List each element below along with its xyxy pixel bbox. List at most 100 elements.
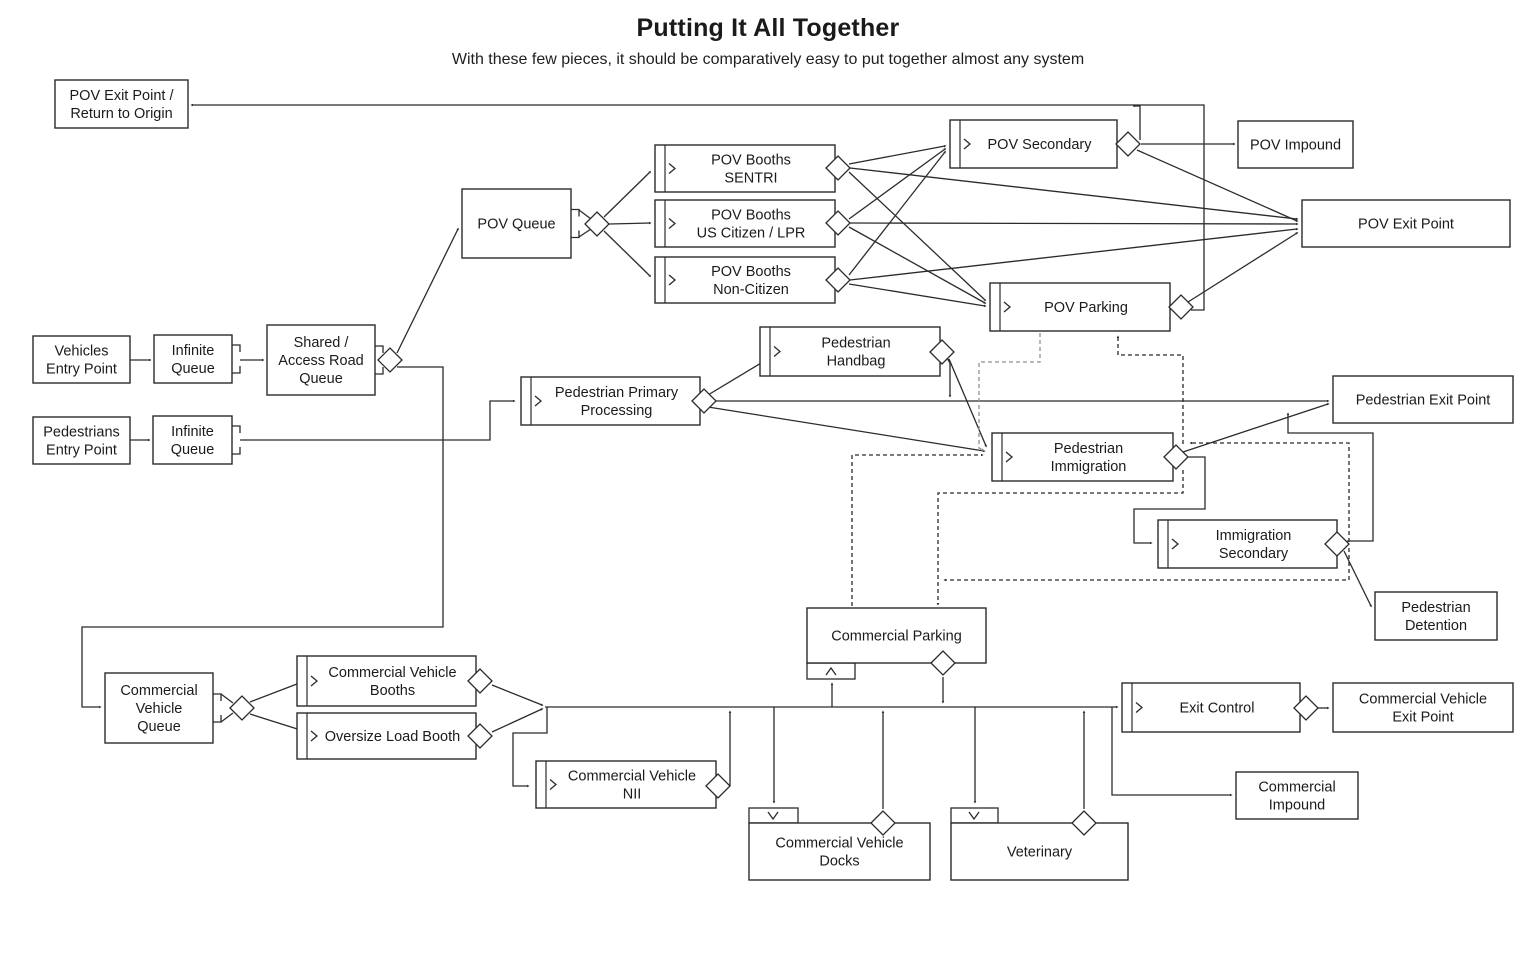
pov-queue-label: POV Queue [477, 217, 555, 233]
e-cvqueue-split-a [220, 693, 234, 704]
e-sentri-secondary [848, 146, 945, 165]
e-split-noncitizen [603, 230, 650, 276]
node-oversize-load-booth: Oversize Load Booth [296, 712, 493, 760]
commercial-queue-split [229, 695, 255, 721]
slide-subtitle: With these few pieces, it should be comp… [451, 51, 1085, 68]
d-immsecondary-immigration [1191, 443, 1350, 542]
e-split-sentri [603, 172, 650, 218]
e-mainline-commimpound [1111, 707, 1231, 795]
port-arrow-icon [1171, 538, 1180, 550]
dock-port-notch [806, 662, 856, 680]
infinite-queue-pedestrians-box [152, 415, 233, 465]
pov-queue-box [461, 188, 572, 259]
d-commparking-immigration [851, 455, 982, 606]
e-noncitizen-secondary [848, 152, 945, 276]
port-arrow-icon [1003, 301, 1012, 313]
pedestrian-primary-processing-out-diamond [691, 388, 717, 414]
commercial-vehicle-queue-box [104, 672, 214, 744]
output-port-icon [375, 345, 384, 353]
port-arrow-icon [767, 811, 779, 821]
e-pedprimary-immigration [707, 406, 984, 451]
pov-booths-us-citizen-box [654, 199, 836, 248]
node-pov-exit-point: POV Exit Point [1301, 199, 1511, 248]
port-arrow-icon [310, 730, 319, 742]
pov-queue-split [584, 211, 610, 237]
port-arrow-icon [963, 138, 972, 150]
pov-booths-sentri-out-diamond [825, 155, 851, 181]
e-infqueue-pedprimary [240, 401, 514, 441]
e-noncitizen-povexit [849, 229, 1297, 281]
pov-impound-box [1237, 120, 1354, 169]
e-cvbooths-junction [491, 684, 542, 705]
e-oversize-junction [491, 709, 542, 733]
e-split-uscitizen [608, 223, 650, 224]
pedestrian-exit-point-label: Pedestrian Exit Point [1356, 393, 1491, 409]
port-arrow-icon [668, 163, 677, 174]
d-immsecondary-commparking [945, 548, 1350, 580]
commercial-vehicle-booths-box [296, 655, 477, 707]
output-port-icon [232, 344, 241, 352]
dock-port-notch [950, 807, 999, 824]
shared-access-road-queue-box [266, 324, 376, 396]
pov-parking-out-diamond [1168, 294, 1194, 320]
immigration-secondary-out-diamond [1324, 531, 1350, 557]
node-pov-queue: POV Queue [461, 188, 580, 259]
exit-control-out-diamond [1293, 695, 1319, 721]
commercial-parking-label: Commercial Parking [831, 629, 962, 645]
slide-title: Putting It All Together [636, 14, 900, 42]
d-immigration-povparking [1118, 337, 1184, 444]
pedestrian-primary-processing-box [520, 376, 701, 426]
pov-secondary-label: POV Secondary [988, 137, 1093, 153]
pov-secondary-box [949, 119, 1118, 169]
e-uscitizen-secondary [848, 149, 945, 220]
e-uscitizen-parking [848, 226, 985, 303]
output-port-icon [571, 208, 580, 217]
node-pov-secondary: POV Secondary [949, 119, 1141, 169]
pedestrian-handbag-out-diamond [929, 339, 955, 365]
output-port-icon [213, 715, 222, 723]
output-port-icon [213, 693, 222, 701]
port-arrow-icon [310, 675, 319, 687]
pov-booths-non-citizen-out-diamond [825, 267, 851, 293]
output-port-icon [232, 425, 241, 433]
node-pov-impound: POV Impound [1237, 120, 1354, 169]
e-povqueue-split-a [578, 209, 592, 220]
pov-parking-label: POV Parking [1044, 300, 1128, 316]
infinite-queue-vehicles-box [153, 334, 233, 384]
e-immigration-immsecondary [1133, 456, 1206, 543]
edges [81, 105, 1374, 809]
e-secondary-povexit [1136, 149, 1297, 221]
e-noncitizen-parking [848, 283, 985, 306]
port-arrow-icon [668, 218, 677, 229]
oversize-load-booth-label: Oversize Load Booth [325, 729, 460, 745]
e-shared-cvqueue [81, 366, 444, 707]
port-arrow-icon [1135, 702, 1144, 713]
pedestrians-entry-box [32, 416, 131, 465]
port-arrow-icon [534, 395, 543, 407]
veterinary-box [950, 822, 1129, 881]
e-immsecondary-pedexit [1288, 414, 1374, 542]
shared-queue-split [377, 347, 403, 373]
commercial-vehicle-booths-out-diamond [467, 668, 493, 694]
